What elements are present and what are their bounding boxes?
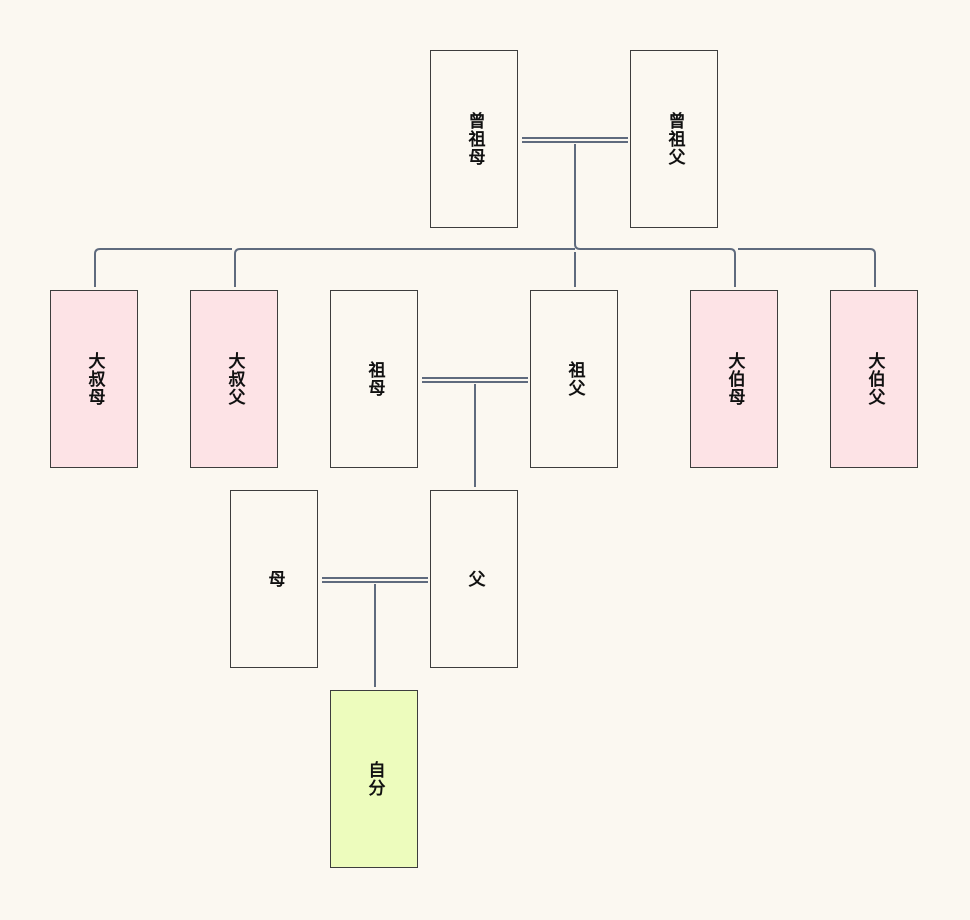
- person-label: 父: [464, 570, 485, 588]
- person-label: 大叔父: [224, 352, 245, 406]
- person-great-aunt-younger[interactable]: 大叔母: [50, 290, 138, 468]
- sibling-line-great-aunt-elder: [580, 248, 736, 287]
- person-great-grandfather[interactable]: 曾祖父: [630, 50, 718, 228]
- descent-line-great-grandparents: [574, 144, 581, 250]
- person-label: 大叔母: [84, 352, 105, 406]
- person-label: 自分: [364, 761, 385, 797]
- person-father[interactable]: 父: [430, 490, 518, 668]
- person-great-grandmother[interactable]: 曾祖母: [430, 50, 518, 228]
- sibling-line-great-uncle-younger: [234, 248, 575, 287]
- person-great-aunt-elder[interactable]: 大伯母: [690, 290, 778, 468]
- sibling-line-great-uncle-elder: [738, 248, 876, 287]
- sibling-line-great-aunt-younger: [94, 248, 232, 287]
- person-label: 曾祖父: [664, 112, 685, 166]
- person-label: 祖母: [364, 361, 385, 397]
- person-self[interactable]: 自分: [330, 690, 418, 868]
- person-great-uncle-younger[interactable]: 大叔父: [190, 290, 278, 468]
- person-label: 曾祖母: [464, 112, 485, 166]
- person-label: 大伯母: [724, 352, 745, 406]
- person-mother[interactable]: 母: [230, 490, 318, 668]
- person-label: 大伯父: [864, 352, 885, 406]
- person-label: 祖父: [564, 361, 585, 397]
- person-great-uncle-elder[interactable]: 大伯父: [830, 290, 918, 468]
- person-label: 母: [264, 570, 285, 588]
- person-grandmother[interactable]: 祖母: [330, 290, 418, 468]
- person-grandfather[interactable]: 祖父: [530, 290, 618, 468]
